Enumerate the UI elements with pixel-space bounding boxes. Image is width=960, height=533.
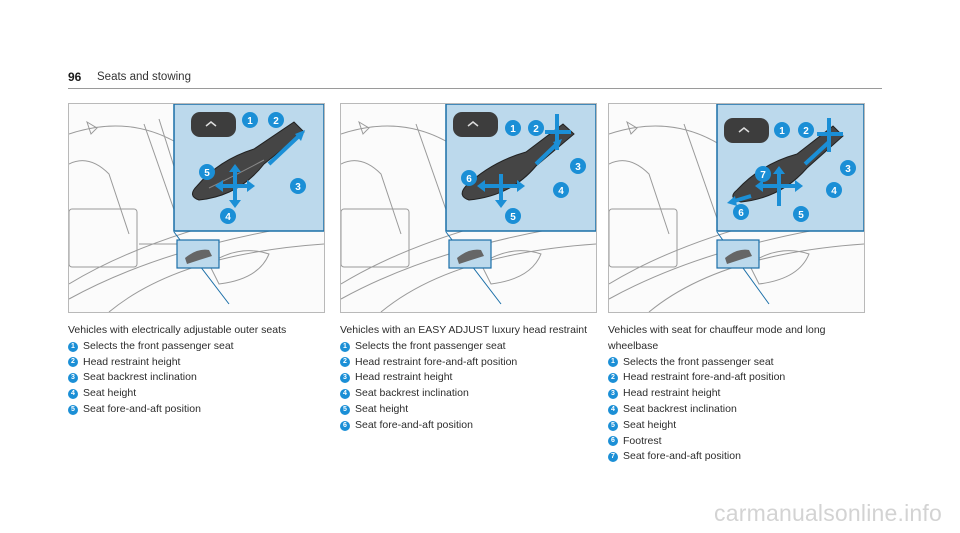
- door-panel-illustration: 1 2 3 4 5: [69, 104, 324, 312]
- legend-label: Head restraint height: [355, 371, 453, 384]
- callout-number: 7: [608, 452, 618, 463]
- svg-text:1: 1: [247, 116, 253, 127]
- caption-title: Vehicles with seat for chauffeur mode an…: [608, 324, 826, 352]
- legend-label: Seat fore-and-aft position: [623, 450, 741, 463]
- svg-text:4: 4: [831, 186, 837, 197]
- callout-number: 4: [68, 389, 78, 400]
- figure-chauffeur-mode: 1 2 3 4 5 6 7: [608, 103, 865, 313]
- legend-item: 5 Seat height: [340, 402, 602, 418]
- legend-label: Seat height: [83, 387, 137, 400]
- callout-number: 5: [608, 420, 618, 431]
- watermark: carmanualsonline.info: [714, 500, 942, 526]
- callout-number: 6: [340, 420, 350, 431]
- legend-label: Selects the front passenger seat: [355, 339, 506, 352]
- svg-text:2: 2: [273, 116, 279, 127]
- legend-item: 2 Head restraint fore-and-aft position: [608, 370, 848, 386]
- section-title: Seats and stowing: [97, 71, 191, 83]
- door-panel-illustration: 1 2 3 4 5 6: [341, 104, 596, 312]
- svg-text:5: 5: [798, 210, 804, 221]
- svg-text:3: 3: [575, 162, 581, 173]
- door-panel-illustration: 1 2 3 4 5 6 7: [609, 104, 864, 312]
- legend-label: Seat height: [623, 418, 677, 431]
- callout-number: 1: [608, 357, 618, 368]
- legend-item: 2 Head restraint height: [68, 355, 330, 371]
- legend-label: Seat fore-and-aft position: [83, 402, 201, 415]
- svg-text:6: 6: [466, 174, 472, 185]
- caption-electric-seats: Vehicles with electrically adjustable ou…: [68, 323, 330, 418]
- legend-label: Selects the front passenger seat: [83, 339, 234, 352]
- callout-number: 2: [340, 357, 350, 368]
- legend-item: 7 Seat fore-and-aft position: [608, 449, 848, 465]
- caption-easy-adjust: Vehicles with an EASY ADJUST luxury head…: [340, 323, 602, 434]
- legend-item: 3 Seat backrest inclination: [68, 370, 330, 386]
- svg-text:4: 4: [558, 186, 564, 197]
- legend-label: Head restraint height: [623, 387, 721, 400]
- legend-label: Seat height: [355, 402, 409, 415]
- legend-item: 6 Footrest: [608, 434, 848, 450]
- legend-label: Selects the front passenger seat: [623, 355, 774, 368]
- legend-list: 1 Selects the front passenger seat 2 Head …: [68, 339, 330, 418]
- legend-item: 4 Seat backrest inclination: [340, 386, 602, 402]
- figure-easy-adjust: 1 2 3 4 5 6: [340, 103, 597, 313]
- page-header: 96 Seats and stowing: [68, 70, 882, 89]
- callout-number: 3: [68, 373, 78, 384]
- legend-label: Footrest: [623, 434, 662, 447]
- callout-number: 1: [340, 341, 350, 352]
- legend-label: Seat backrest inclination: [355, 387, 469, 400]
- caption-title: Vehicles with electrically adjustable ou…: [68, 324, 287, 336]
- legend-label: Seat backrest inclination: [83, 371, 197, 384]
- svg-text:1: 1: [510, 124, 516, 135]
- legend-item: 3 Head restraint height: [608, 386, 848, 402]
- svg-text:1: 1: [779, 126, 785, 137]
- legend-item: 1 Selects the front passenger seat: [608, 355, 848, 371]
- svg-text:4: 4: [225, 212, 231, 223]
- callout-number: 1: [68, 341, 78, 352]
- caption-chauffeur-mode: Vehicles with seat for chauffeur mode an…: [608, 323, 848, 465]
- legend-item: 1 Selects the front passenger seat: [340, 339, 602, 355]
- legend-item: 3 Head restraint height: [340, 370, 602, 386]
- callout-number: 6: [608, 436, 618, 447]
- callout-number: 3: [340, 373, 350, 384]
- legend-item: 6 Seat fore-and-aft position: [340, 418, 602, 434]
- callout-number: 4: [340, 389, 350, 400]
- legend-label: Head restraint fore-and-aft position: [355, 355, 518, 368]
- svg-text:3: 3: [295, 182, 301, 193]
- legend-item: 1 Selects the front passenger seat: [68, 339, 330, 355]
- callout-number: 2: [68, 357, 78, 368]
- legend-item: 5 Seat height: [608, 418, 848, 434]
- callout-number: 5: [340, 404, 350, 415]
- svg-text:5: 5: [204, 168, 210, 179]
- caption-title: Vehicles with an EASY ADJUST luxury head…: [340, 324, 588, 336]
- legend-label: Head restraint height: [83, 355, 181, 368]
- legend-item: 4 Seat backrest inclination: [608, 402, 848, 418]
- svg-text:2: 2: [803, 126, 809, 137]
- page-number: 96: [68, 70, 82, 84]
- legend-label: Seat fore-and-aft position: [355, 418, 473, 431]
- legend-item: 2 Head restraint fore-and-aft position: [340, 355, 602, 371]
- callout-number: 5: [68, 404, 78, 415]
- legend-label: Seat backrest inclination: [623, 402, 737, 415]
- legend-label: Head restraint fore-and-aft position: [623, 371, 786, 384]
- legend-item: 5 Seat fore-and-aft position: [68, 402, 330, 418]
- svg-text:2: 2: [533, 124, 539, 135]
- svg-text:6: 6: [738, 208, 744, 219]
- svg-text:5: 5: [510, 212, 516, 223]
- callout-number: 4: [608, 404, 618, 415]
- svg-text:3: 3: [845, 164, 851, 175]
- legend-item: 4 Seat height: [68, 386, 330, 402]
- callout-number: 3: [608, 389, 618, 400]
- figure-electric-seats: 1 2 3 4 5: [68, 103, 325, 313]
- svg-text:7: 7: [760, 170, 766, 181]
- callout-number: 2: [608, 373, 618, 384]
